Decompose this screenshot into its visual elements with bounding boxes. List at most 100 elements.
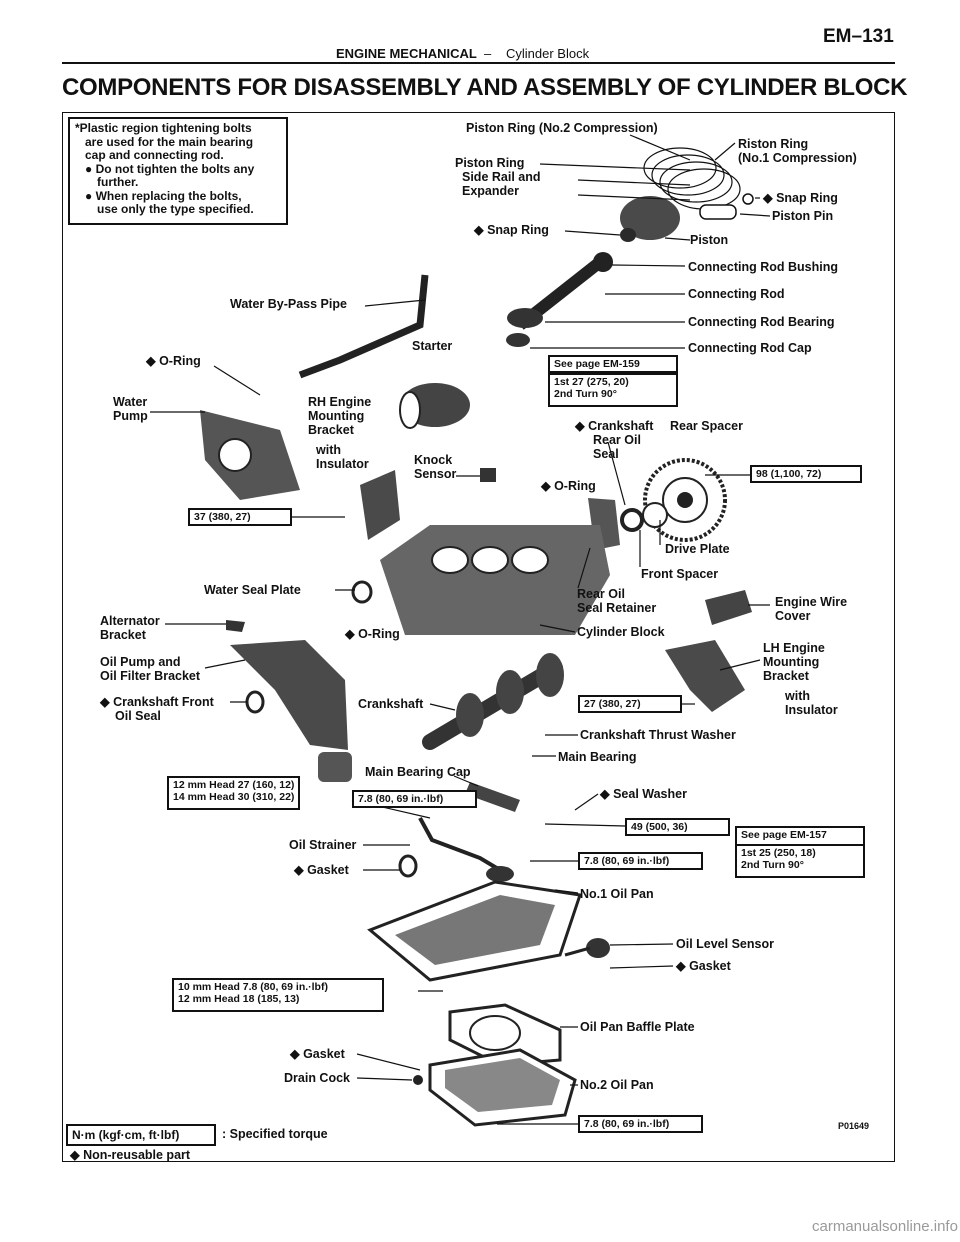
- label-riston-ring: Riston Ring: [738, 137, 809, 151]
- drive-plate-part: [620, 458, 727, 542]
- torque-box-98: 98 (1,100, 72): [750, 465, 862, 483]
- page-number: EM–131: [823, 26, 894, 47]
- label-lh-bracket-2: Mounting: [763, 655, 820, 669]
- label-conrod: Connecting Rod: [688, 287, 785, 301]
- label-rh-bracket-4: with: [316, 443, 341, 457]
- torque-box-head: 12 mm Head 27 (160, 12) 14 mm Head 30 (3…: [167, 776, 300, 810]
- torque-box-em159-values: 1st 27 (275, 20) 2nd Turn 90°: [548, 373, 678, 407]
- torque-box-27: 27 (380, 27): [578, 695, 682, 713]
- label-rh-bracket-5: Insulator: [316, 457, 369, 471]
- label-crankshaft: Crankshaft: [358, 697, 424, 711]
- label-lh-bracket-3: Bracket: [763, 669, 809, 683]
- knock-sensor-part: [480, 468, 496, 482]
- label-conrod-bearing: Connecting Rod Bearing: [688, 315, 835, 329]
- torque-box-em157-values: 1st 25 (250, 18) 2nd Turn 90°: [735, 844, 865, 878]
- torque-box-7-8-a: 7.8 (80, 69 in.·lbf): [352, 790, 477, 808]
- label-oil-strainer: Oil Strainer: [289, 838, 357, 852]
- lh-bracket-part: [665, 640, 745, 712]
- plastic-bolt-note: *Plastic region tightening bolts are use…: [68, 117, 288, 225]
- torque-line: 12 mm Head 27 (160, 12): [173, 779, 295, 791]
- label-drive-plate: Drive Plate: [665, 542, 730, 556]
- label-main-bearing-cap: Main Bearing Cap: [365, 765, 471, 779]
- water-seal-plate-part: [351, 580, 373, 604]
- piston-pin-part: [699, 193, 754, 220]
- rh-bracket-part: [360, 470, 400, 540]
- torque-line: 1st 25 (250, 18): [741, 847, 816, 859]
- label-no2-oil-pan: No.2 Oil Pan: [580, 1078, 654, 1092]
- torque-box-7-8-c: 7.8 (80, 69 in.·lbf): [578, 1115, 703, 1133]
- label-engine-wire-cover-2: Cover: [775, 609, 811, 623]
- label-o-ring-3: ◆ O-Ring: [345, 627, 400, 641]
- note-line: *Plastic region tightening bolts: [75, 121, 252, 135]
- torque-line: 10 mm Head 7.8 (80, 69 in.·lbf): [178, 981, 328, 993]
- label-rear-seal-retainer-2: Seal Retainer: [577, 601, 657, 615]
- torque-line: 2nd Turn 90°: [554, 388, 617, 400]
- crankshaft-part: [422, 653, 564, 750]
- label-drain-cock: Drain Cock: [284, 1071, 350, 1085]
- label-knock-sensor-1: Knock: [414, 453, 453, 467]
- label-piston-pin: Piston Pin: [772, 209, 834, 223]
- label-lh-bracket-1: LH Engine: [763, 641, 825, 655]
- label-baffle-plate: Oil Pan Baffle Plate: [580, 1020, 695, 1034]
- label-water-bypass-pipe: Water By-Pass Pipe: [230, 297, 347, 311]
- torque-box-em159: See page EM-159: [548, 355, 678, 373]
- gasket-part: [398, 854, 418, 878]
- legend-unit: N·m (kgf·cm, ft·lbf): [66, 1124, 216, 1146]
- torque-line: See page EM-159: [554, 358, 640, 370]
- cylinder-block-part: [380, 525, 610, 635]
- label-seal-washer: ◆ Seal Washer: [600, 787, 687, 801]
- label-gasket-2: ◆ Gasket: [676, 959, 731, 973]
- drain-cock-part: [413, 1075, 423, 1085]
- label-crank-rear-seal-3: Seal: [593, 447, 619, 461]
- starter-part: [399, 383, 470, 429]
- label-no1-oil-pan: No.1 Oil Pan: [580, 887, 654, 901]
- oil-level-sensor-part: [564, 938, 610, 958]
- label-knock-sensor-2: Sensor: [414, 467, 457, 481]
- torque-line: 14 mm Head 30 (310, 22): [173, 791, 295, 803]
- page-title: COMPONENTS FOR DISASSEMBLY AND ASSEMBLY …: [62, 74, 908, 101]
- diagram-frame: [62, 112, 895, 1162]
- label-starter: Starter: [412, 339, 453, 353]
- oil-pump-part: [230, 640, 348, 750]
- label-oil-pump-2: Oil Filter Bracket: [100, 669, 201, 683]
- note-line: are used for the main bearing: [85, 134, 254, 149]
- label-o-ring-2: ◆ O-Ring: [541, 479, 596, 493]
- label-no1-compression: (No.1 Compression): [738, 151, 857, 165]
- label-engine-wire-cover-1: Engine Wire: [775, 595, 848, 609]
- no2-oil-pan-part: [428, 1048, 577, 1127]
- label-water-seal-plate: Water Seal Plate: [204, 583, 301, 597]
- label-alternator-bracket-1: Alternator: [100, 614, 160, 628]
- torque-box-7-8-b: 7.8 (80, 69 in.·lbf): [578, 852, 703, 870]
- label-rear-seal-retainer-1: Rear Oil: [577, 587, 625, 601]
- header-subsection: Cylinder Block: [506, 46, 590, 61]
- alternator-bracket-part: [226, 620, 245, 632]
- label-lh-bracket-4: with: [785, 689, 810, 703]
- legend-nonreusable: ◆ Non-reusable part: [70, 1148, 191, 1162]
- water-bypass-pipe-part: [298, 274, 429, 379]
- legend-specified-torque: : Specified torque: [222, 1127, 328, 1141]
- oil-strainer-part: [418, 817, 502, 872]
- note-line: cap and connecting rod.: [85, 148, 224, 162]
- figure-id: P01649: [838, 1121, 870, 1131]
- label-rh-bracket-2: Mounting: [308, 409, 365, 423]
- piston-part: [620, 196, 680, 242]
- no1-oil-pan-part: [367, 880, 582, 982]
- connecting-rod-part: [506, 252, 613, 347]
- label-o-ring-1: ◆ O-Ring: [146, 354, 201, 368]
- water-pump-part: [200, 410, 300, 500]
- torque-box-37: 37 (380, 27): [188, 508, 292, 526]
- label-side-rail: Side Rail and: [462, 170, 541, 184]
- label-crank-rear-seal-2: Rear Oil: [593, 433, 641, 447]
- watermark-text: carmanualsonline.info: [812, 1218, 958, 1235]
- label-oil-level-sensor: Oil Level Sensor: [676, 937, 774, 951]
- label-lh-bracket-5: Insulator: [785, 703, 838, 717]
- label-piston-ring-no2: Piston Ring (No.2 Compression): [466, 121, 658, 135]
- label-conrod-bushing: Connecting Rod Bushing: [688, 260, 838, 274]
- torque-line: 2nd Turn 90°: [741, 859, 804, 871]
- label-thrust-washer: Crankshaft Thrust Washer: [580, 728, 736, 742]
- header-section: ENGINE MECHANICAL: [336, 46, 477, 61]
- engine-wire-cover-part: [705, 590, 752, 625]
- label-gasket-3: ◆ Gasket: [290, 1047, 345, 1061]
- torque-line: 12 mm Head 18 (185, 13): [178, 993, 300, 1005]
